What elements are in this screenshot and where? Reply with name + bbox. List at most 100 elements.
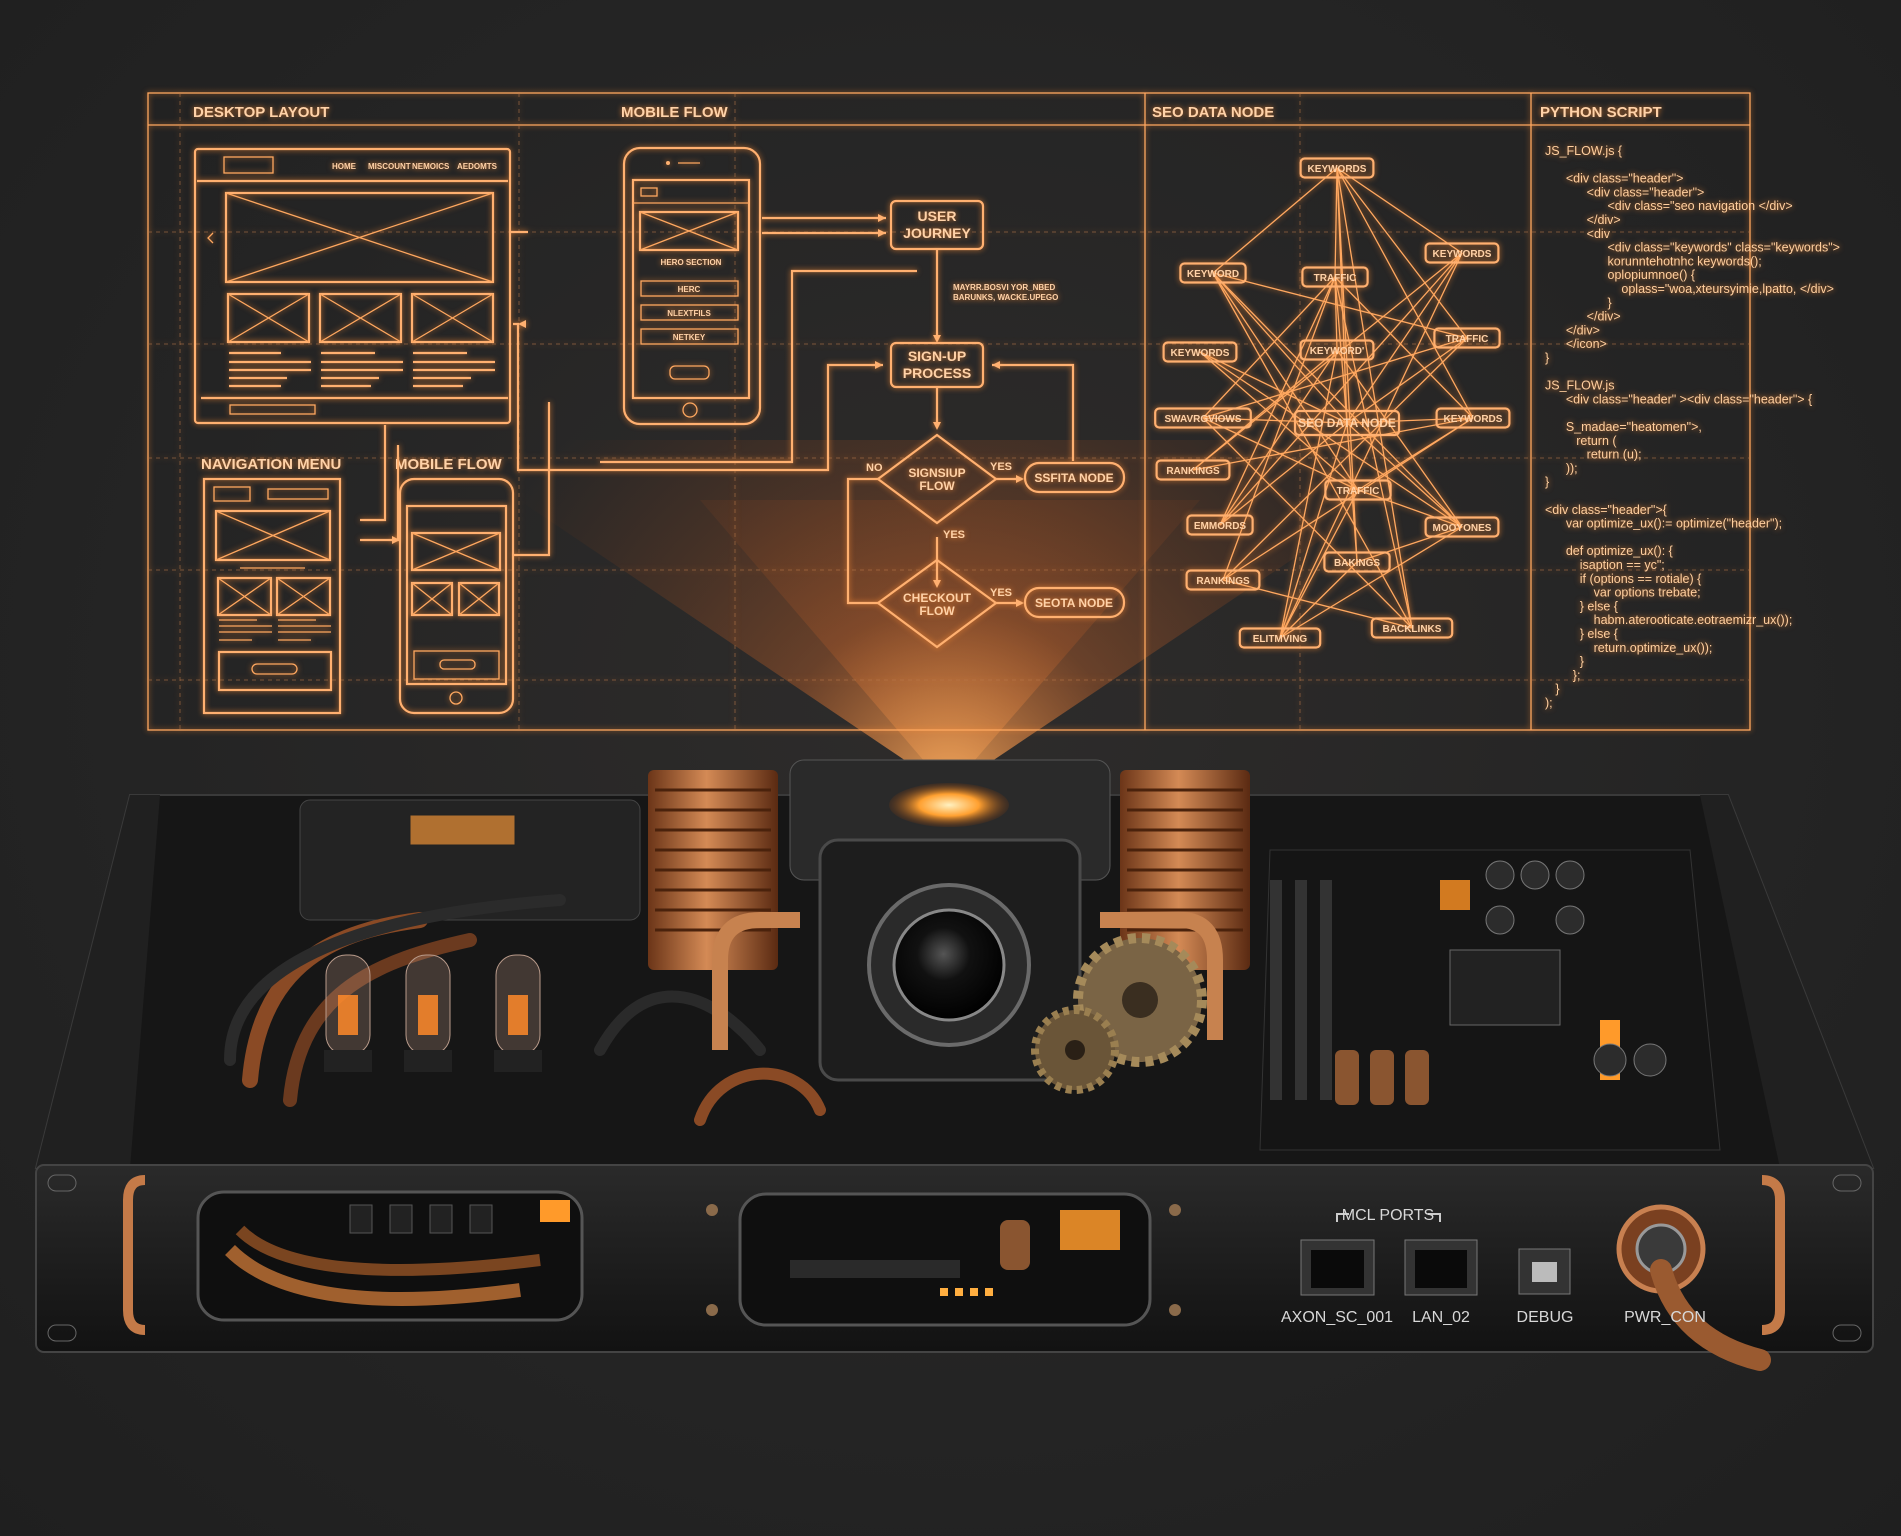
seo-edge: [1202, 417, 1413, 629]
code-line: var options trebate;: [1545, 586, 1701, 600]
code-line: isaption == yc";: [1545, 558, 1665, 572]
screw: [706, 1204, 718, 1216]
checkout-flow-line1: CHECKOUT: [903, 591, 972, 605]
mobile-small-wireframe: [398, 477, 515, 715]
desktop-nav-3: NEMOICS: [412, 162, 450, 171]
seo-edge: [1212, 167, 1338, 274]
seo-edge: [1222, 276, 1336, 581]
code-block: JS_FLOW.js { <div class="header"> <div c…: [1545, 144, 1840, 710]
seo-node-box: [1154, 407, 1252, 429]
flow-no-label: NO: [866, 462, 883, 474]
seo-node-label: RANKINGS: [1166, 466, 1220, 477]
seo-edge: [1346, 337, 1468, 424]
code-line: korunntehotnhc keywords();: [1545, 254, 1762, 268]
code-line: } else {: [1545, 599, 1618, 613]
code-line: def optimize_ux(): {: [1545, 544, 1673, 558]
code-line: <div class="header">: [1545, 185, 1704, 199]
seo-node-label: KEYWORDS: [1171, 348, 1230, 359]
port-debug-label: DEBUG: [1517, 1309, 1574, 1326]
code-line: var optimize_ux():= optimize("header");: [1545, 517, 1782, 531]
seo-edge: [1357, 417, 1474, 491]
seo-node-label: KEYWORDS: [1308, 164, 1367, 175]
code-line: );: [1545, 696, 1553, 710]
code-line: ));: [1545, 461, 1578, 475]
code-line: <div: [1545, 227, 1611, 241]
left-handle[interactable]: [123, 1175, 146, 1335]
rack-ear-hole: [47, 1174, 77, 1192]
port-lan[interactable]: [1404, 1239, 1478, 1296]
chassis-left-wall: [36, 795, 160, 1168]
seo-node-box: [1155, 459, 1231, 481]
window-circuit: [790, 1210, 1120, 1296]
right-handle[interactable]: [1761, 1175, 1785, 1335]
phone-item-2: NLEXTFILS: [667, 309, 711, 318]
ports-bracket: [1336, 1213, 1441, 1222]
seo-node-box: [1435, 407, 1511, 429]
screw: [1169, 1304, 1181, 1316]
seo-node-label: TRAFFIC: [1446, 334, 1489, 345]
code-line: }: [1545, 475, 1549, 489]
seo-edge: [1279, 526, 1463, 639]
signup-process-line2: PROCESS: [903, 365, 971, 381]
seota-node: [1023, 586, 1126, 619]
seo-edge: [1192, 349, 1338, 471]
code-line: </div>: [1545, 310, 1621, 324]
code-line: <div class="header">: [1545, 172, 1683, 186]
ssfita-node-label: SSFITA NODE: [1034, 471, 1113, 485]
seo-node-label: KEYWORD: [1187, 269, 1239, 280]
signup-flow-diamond: [876, 433, 998, 525]
seo-node-label: SWAVRGVIOWS: [1164, 414, 1241, 425]
rack-ear-hole: [1832, 1324, 1862, 1342]
seo-node-box: [1299, 157, 1375, 179]
section-title-seo: SEO DATA NODE: [1152, 104, 1274, 121]
desktop-nav-2: MISCOUNT: [368, 162, 411, 171]
seo-edge: [1279, 561, 1358, 639]
signup-process-line1: SIGN-UP: [908, 348, 966, 364]
seo-node-box: [1238, 627, 1322, 649]
seo-edge: [1346, 252, 1463, 424]
seo-edge: [1334, 276, 1474, 419]
seo-edge: [1336, 349, 1463, 528]
section-title-mobile: MOBILE FLOW: [621, 104, 728, 121]
port-axon-label: AXON_SC_001: [1281, 1309, 1393, 1326]
phone-item-1: HERC: [678, 285, 701, 294]
code-line: habm.aterooticate.eotraemizr_ux());: [1545, 613, 1792, 627]
seo-edge: [1279, 349, 1338, 639]
seo-node-box: [1324, 479, 1392, 501]
code-line: return.optimize_ux());: [1545, 641, 1712, 655]
psu-label-plate: [409, 814, 516, 846]
seo-edge: [1202, 337, 1468, 419]
mobile-phone-wireframe: HERO SECTION HERC NLEXTFILS NETKEY: [622, 146, 762, 426]
power-label: PWR_CON: [1624, 1309, 1706, 1326]
seo-node-box: [1186, 514, 1254, 536]
code-line: <div class="keywords" class="keywords">: [1545, 241, 1840, 255]
flow-connectors: [360, 214, 1075, 607]
circuit-board: [1259, 849, 1721, 1151]
port-axon[interactable]: [1300, 1239, 1375, 1296]
port-debug[interactable]: [1518, 1248, 1571, 1295]
rack-ear-hole: [1832, 1174, 1862, 1192]
mobile-flow-label: MOBILE FLOW: [395, 456, 502, 473]
code-line: }: [1545, 682, 1560, 696]
power-supply-block: [299, 799, 641, 921]
seo-edge: [1357, 489, 1463, 528]
seo-edge: [1219, 349, 1338, 526]
desktop-wireframe: HOME MISCOUNT NEMOICS AEDOMTS: [193, 147, 512, 425]
seo-node-label: SEO DATA NODE: [1298, 416, 1396, 430]
section-title-desktop: DESKTOP LAYOUT: [193, 104, 329, 121]
code-line: </icon>: [1545, 337, 1607, 351]
seo-node-label: RANKINGS: [1196, 576, 1250, 587]
power-connector[interactable]: [1616, 1204, 1771, 1371]
code-line: JS_FLOW.js: [1545, 379, 1614, 393]
copper-heatsinks: [648, 770, 1250, 1050]
seo-edge: [1199, 351, 1463, 528]
seo-edge: [1202, 276, 1336, 419]
phone-hero-label: HERO SECTION: [661, 258, 722, 267]
user-journey-line2: JOURNEY: [903, 225, 971, 241]
seo-edge: [1192, 417, 1474, 471]
seo-node-box: [1433, 327, 1501, 349]
checkout-flow-diamond: [876, 558, 998, 649]
braided-cables: [224, 894, 826, 1126]
